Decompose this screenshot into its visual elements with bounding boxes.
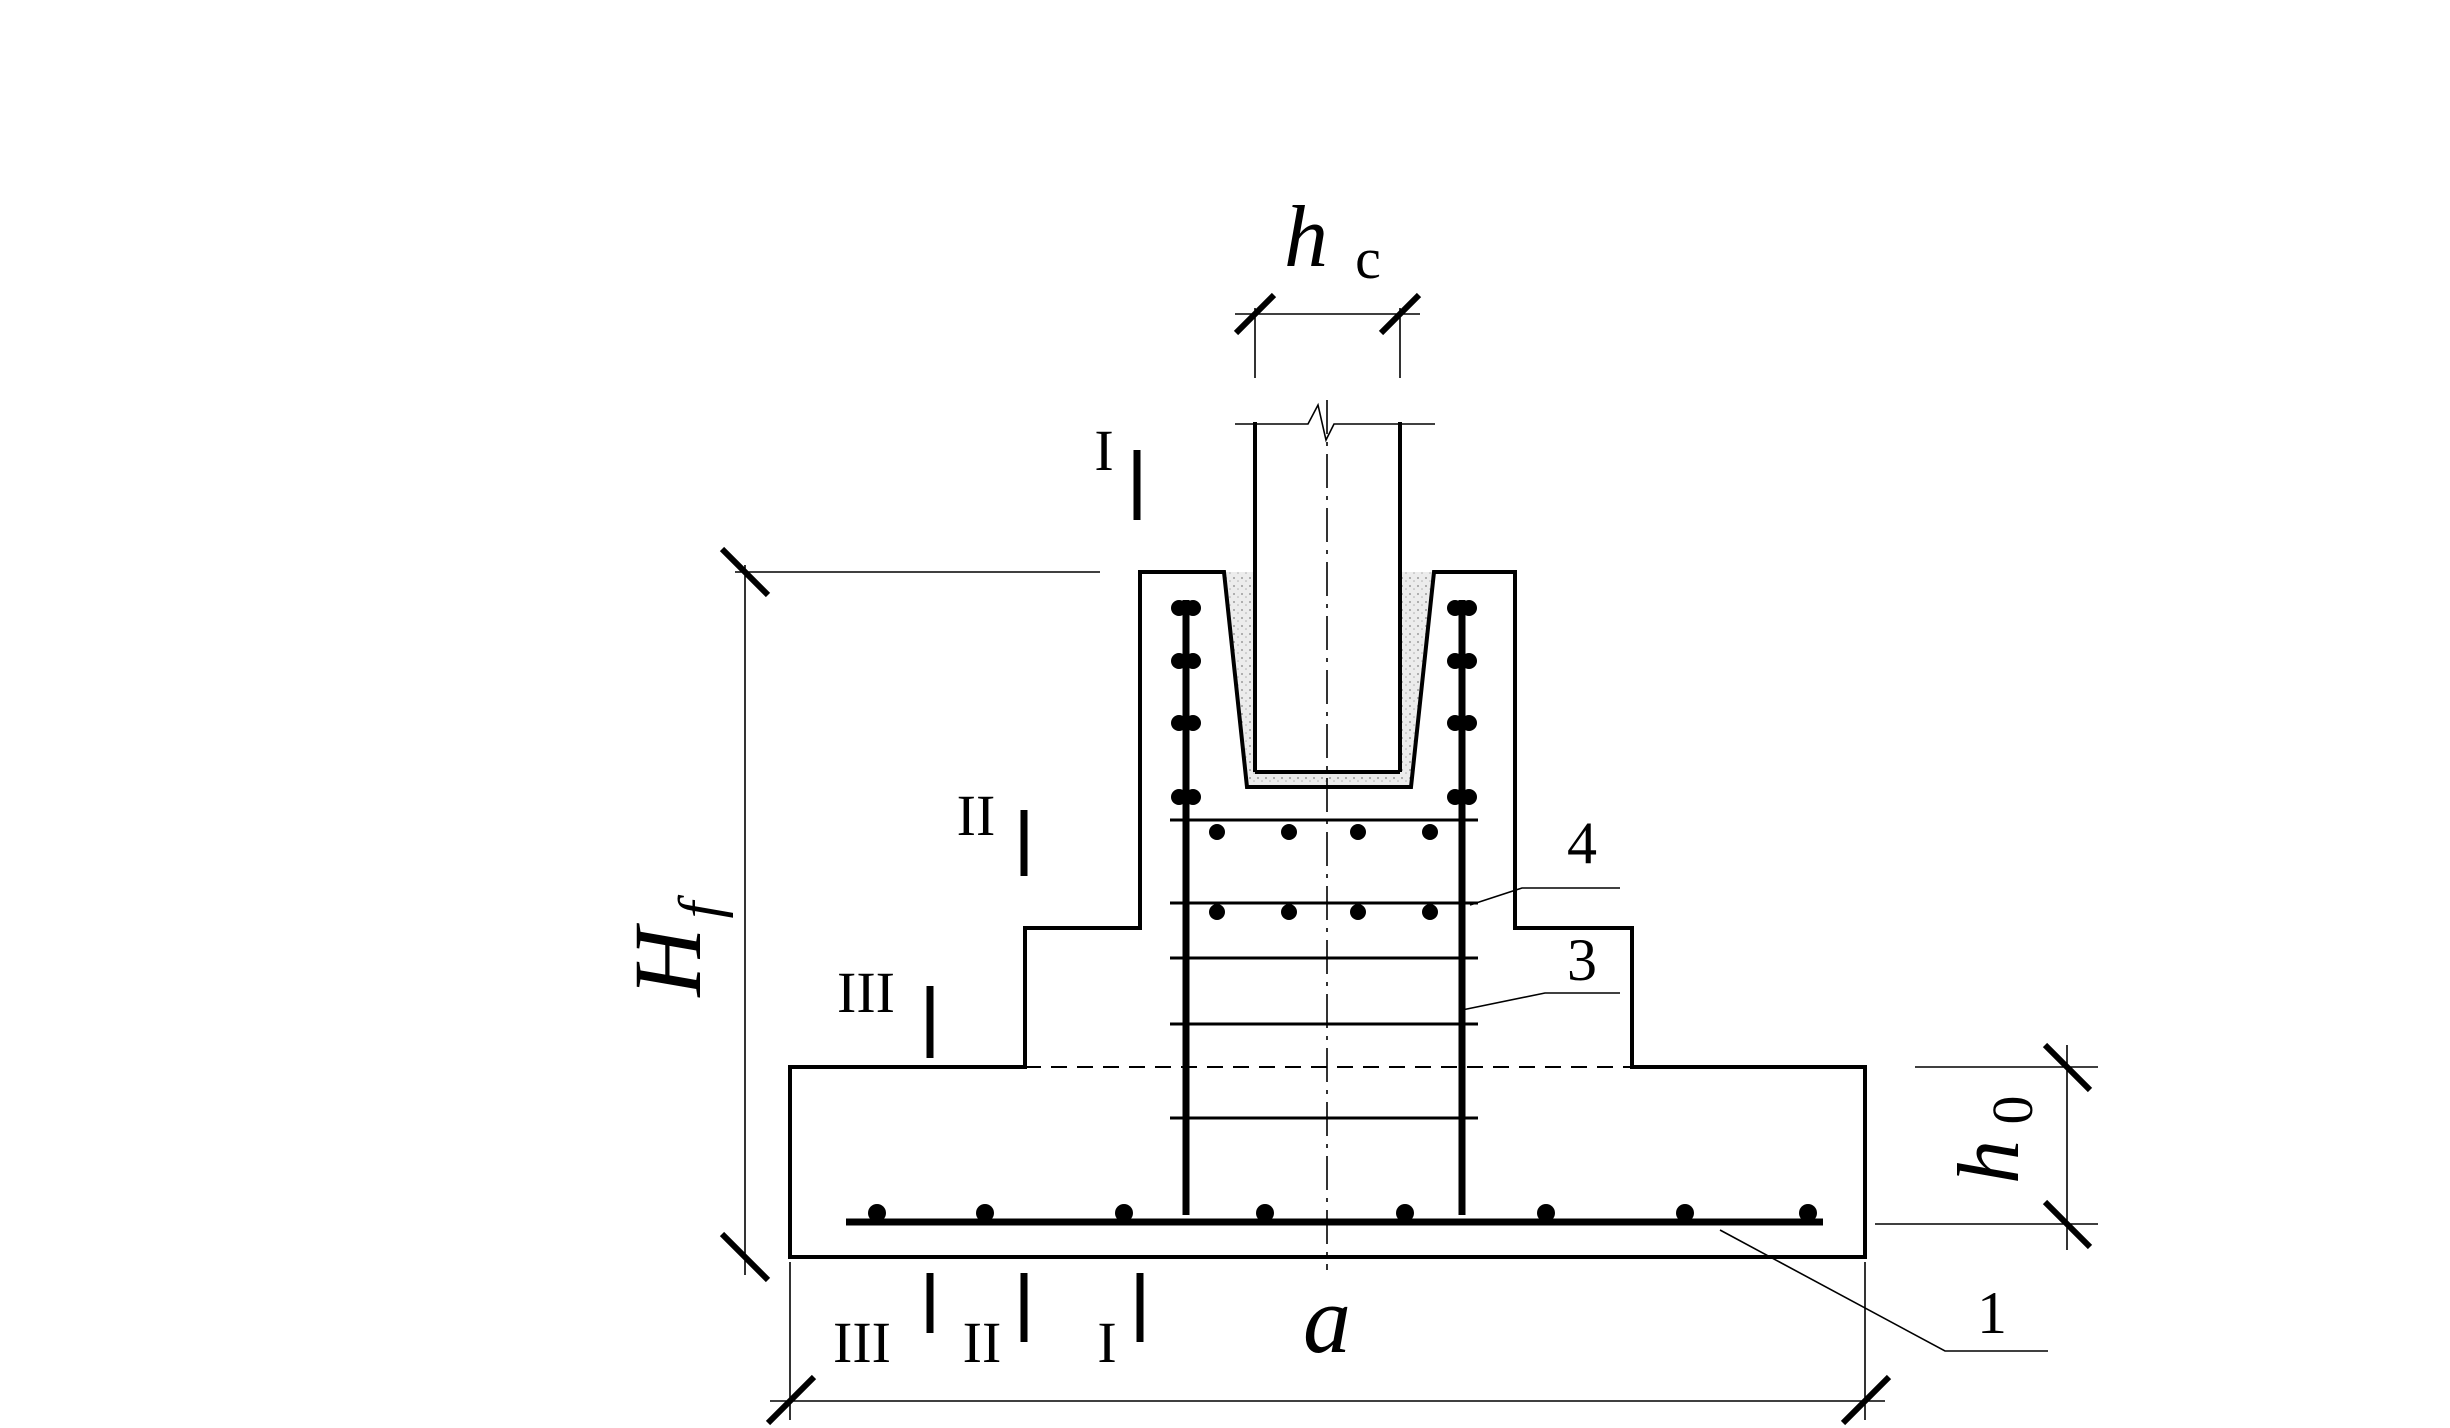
rebar-dot (1185, 789, 1201, 805)
callout-4: 4 (1469, 810, 1620, 906)
dimension-foundation-height: H f (614, 546, 1100, 1283)
callout-label-3: 3 (1567, 927, 1597, 993)
callout-label-4: 4 (1567, 810, 1597, 876)
section-label-one-bottom: I (1097, 1310, 1116, 1375)
foundation-height-subscript: f (667, 894, 733, 918)
rebar-dot (868, 1204, 886, 1222)
rebar-dot (1461, 789, 1477, 805)
rebar-dots (868, 600, 1817, 1222)
rebar-dot (1537, 1204, 1555, 1222)
rebar-dot (1422, 904, 1438, 920)
rebar-dot (1256, 1204, 1274, 1222)
rebar-dot (1281, 904, 1297, 920)
column (1235, 402, 1435, 774)
callout-1: 1 (1719, 1229, 2048, 1352)
rebar-dot (1350, 904, 1366, 920)
section-label-two-top: II (957, 783, 996, 848)
callout-3: 3 (1461, 927, 1620, 1011)
rebar-dot (1447, 715, 1463, 731)
rebar-dot (1281, 824, 1297, 840)
dimension-foundation-width: a (765, 1262, 1892, 1426)
foundation-outline (788, 570, 1867, 1259)
callout-label-1: 1 (1977, 1280, 2007, 1346)
rebar-dot (1461, 715, 1477, 731)
rebar-dot (1461, 653, 1477, 669)
rebar-dot (1447, 653, 1463, 669)
rebar-dot (1115, 1204, 1133, 1222)
rebar-dot (1209, 824, 1225, 840)
rebar-dot (976, 1204, 994, 1222)
reinforcement (846, 600, 1823, 1226)
rebar-dot (1447, 600, 1463, 616)
section-label-three-bottom: III (833, 1310, 891, 1375)
effective-depth-subscript: 0 (1980, 1096, 2045, 1125)
rebar-dot (1799, 1204, 1817, 1222)
rebar-dot (1171, 789, 1187, 805)
rebar-dot (1447, 789, 1463, 805)
column-width-label: h (1284, 189, 1328, 286)
rebar-dot (1461, 600, 1477, 616)
dimension-effective-depth: h 0 (1875, 1042, 2098, 1250)
section-marks-top: I II III (837, 418, 1141, 1058)
rebar-dot (1209, 904, 1225, 920)
section-label-three-top: III (837, 960, 895, 1025)
rebar-dot (1171, 653, 1187, 669)
rebar-dot (1676, 1204, 1694, 1222)
foundation-height-label: H (614, 923, 721, 999)
section-marks-bottom: III II I (833, 1273, 1144, 1375)
rebar-dot (1185, 600, 1201, 616)
section-label-one-top: I (1094, 418, 1113, 483)
rebar-dot (1350, 824, 1366, 840)
rebar-dot (1171, 715, 1187, 731)
section-label-two-bottom: II (963, 1310, 1002, 1375)
dimension-column-width: h c (1233, 189, 1422, 378)
foundation-width-label: a (1303, 1266, 1351, 1373)
rebar-dot (1396, 1204, 1414, 1222)
column-width-subscript: c (1355, 226, 1381, 291)
rebar-dot (1171, 600, 1187, 616)
rebar-dot (1185, 653, 1201, 669)
rebar-dot (1422, 824, 1438, 840)
rebar-dot (1185, 715, 1201, 731)
effective-depth-label: h (1941, 1140, 2038, 1184)
